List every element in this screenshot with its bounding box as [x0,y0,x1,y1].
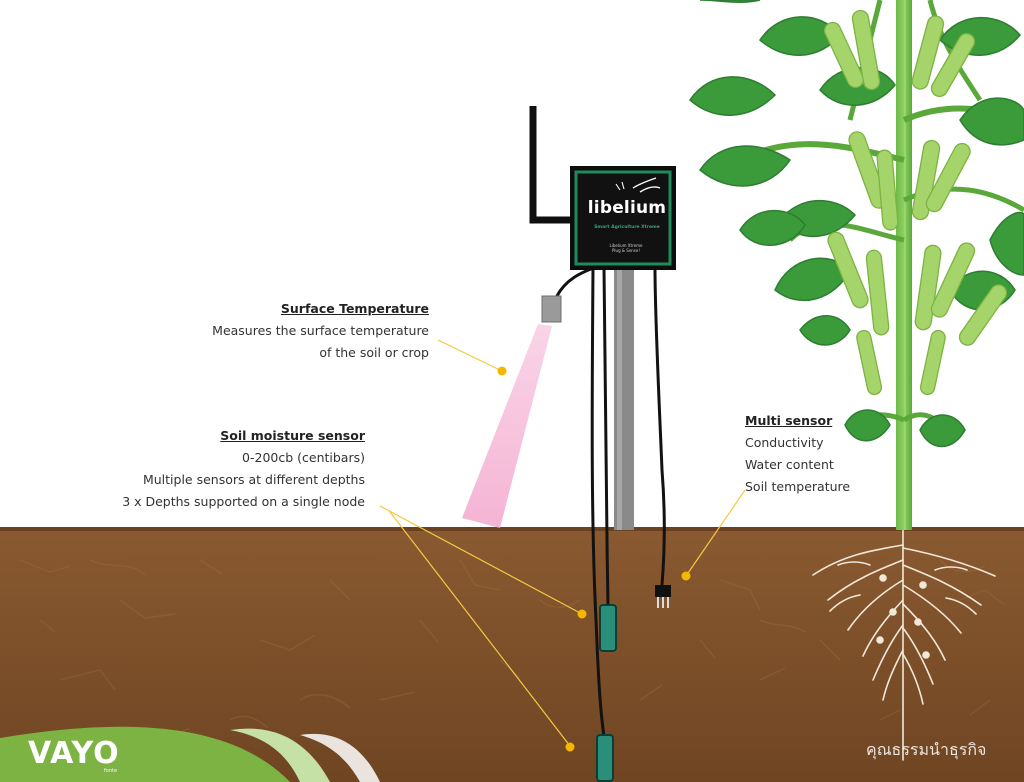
callout-dots [497,366,691,752]
libelium-device-icon [570,166,676,270]
surface-temperature-sensor [541,295,562,323]
soil-moisture-probe-1 [599,604,617,652]
vayo-logo: VAYO [28,736,120,771]
plant-roots [812,529,996,761]
multi-sensor-line-1: Conductivity [745,435,824,450]
soil-moisture-line-2: Multiple sensors at different depths [142,472,365,487]
soil-moisture-probe-2 [596,734,614,782]
multi-sensor-probe [655,585,671,608]
callout-dot-moisture-2 [565,742,575,752]
callout-dot-surface [497,366,507,376]
soybean-plant-icon [689,0,1024,530]
ir-cone [462,324,552,528]
callout-lines [379,339,746,747]
soil-moisture-label: Soil moisture sensor 0-200cb (centibars)… [100,425,365,513]
multi-sensor-label: Multi sensor Conductivity Water content … [745,410,905,498]
surface-temperature-line-1: Measures the surface temperature [212,323,429,338]
surface-temperature-label: Surface Temperature Measures the surface… [200,298,429,364]
footer-thai-text: คุณธรรมนำธุรกิจ [866,740,987,759]
soil-moisture-line-1: 0-200cb (centibars) [242,450,365,465]
callout-dot-multi [681,571,691,581]
soil-moisture-title: Soil moisture sensor [220,428,365,443]
multi-sensor-title: Multi sensor [745,413,833,428]
soil-moisture-line-3: 3 x Depths supported on a single node [122,494,365,509]
sensor-cables [555,264,666,738]
multi-sensor-line-2: Water content [745,457,834,472]
vayo-logo-sub: fonte [104,768,118,774]
callout-dot-moisture-1 [577,609,587,619]
brand-swoosh [0,726,380,782]
surface-temperature-title: Surface Temperature [280,301,429,316]
surface-temperature-line-2: of the soil or crop [319,345,429,360]
multi-sensor-line-3: Soil temperature [745,479,851,494]
device-subtitle: Smart Agriculture Xtreme [594,225,660,230]
antenna-icon [529,106,575,224]
mounting-pole [614,268,634,530]
device-secondary-logo: Libelium Xtreme Plug & Sense! [609,243,643,253]
device-brand-label: libelium [587,198,667,218]
